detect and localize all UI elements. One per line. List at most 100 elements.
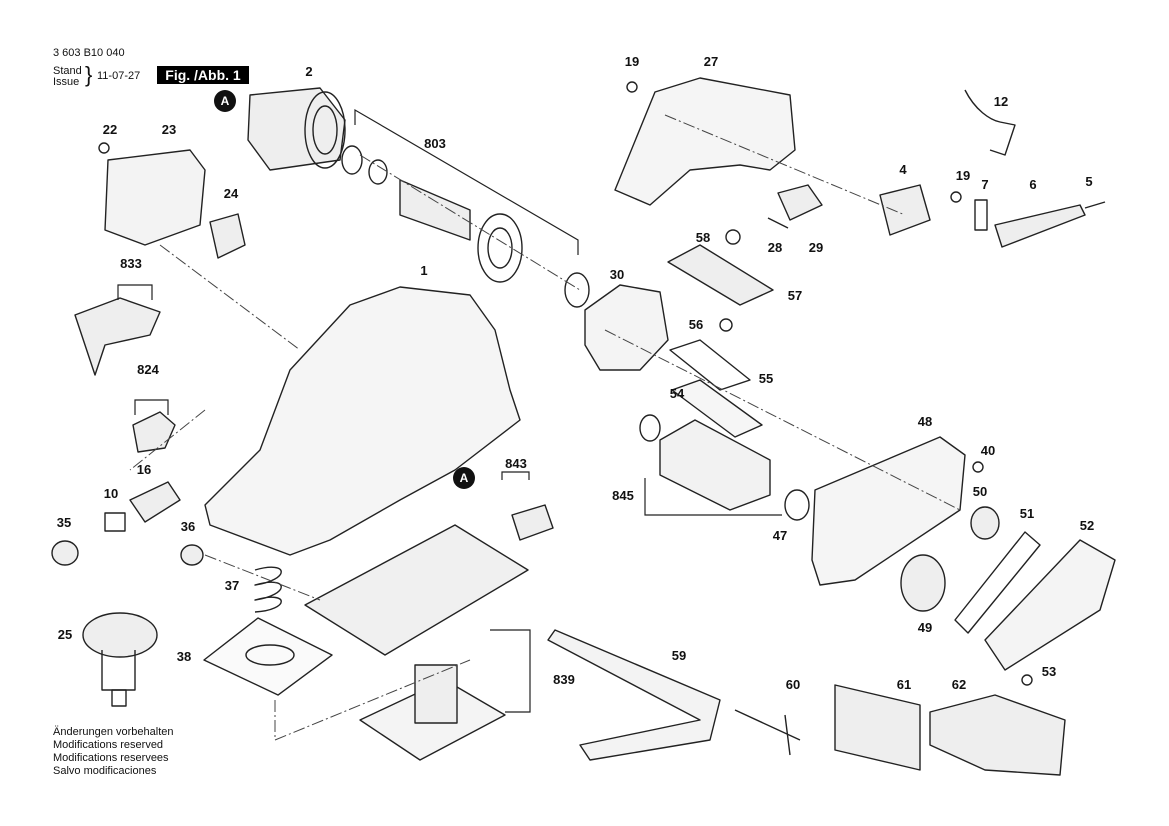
marker-a-1: A <box>214 90 236 112</box>
issue-label: Issue <box>53 76 80 88</box>
part-label: 824 <box>137 362 159 377</box>
part-label: 57 <box>788 288 802 303</box>
part-label: 58 <box>696 230 710 245</box>
part-handle-half <box>614 77 796 206</box>
part-label: 19 <box>956 168 970 183</box>
part-clip <box>974 199 988 231</box>
part-clamp-plate <box>667 244 774 306</box>
part-label: 845 <box>612 488 634 503</box>
part-label: 30 <box>610 267 624 282</box>
part-number-labels: 1 2 4 5 6 7 10 12 16 19 19 22 23 24 25 2… <box>57 54 1094 692</box>
part-bushing <box>129 481 181 523</box>
part-label: 59 <box>672 648 686 663</box>
part-belt <box>954 531 1041 634</box>
part-label: 61 <box>897 677 911 692</box>
issue-date: 11-07-27 <box>97 70 141 82</box>
part-pulley-small <box>970 506 1000 540</box>
part-field-stator <box>247 87 346 171</box>
part-blade-gauge <box>929 694 1066 776</box>
part-screw-40 <box>972 461 984 473</box>
note-de: Änderungen vorbehalten <box>53 726 174 738</box>
part-label: 51 <box>1020 506 1034 521</box>
part-screw-58 <box>725 229 741 245</box>
brace: } <box>85 62 93 87</box>
document-number: 3 603 B10 040 <box>53 47 125 59</box>
part-label: 23 <box>162 122 176 137</box>
part-switch-housing <box>879 184 931 236</box>
part-label: 843 <box>505 456 527 471</box>
part-label: 16 <box>137 462 151 477</box>
part-screw-56 <box>719 318 733 332</box>
part-switch-lever <box>511 504 554 541</box>
part-flange <box>209 213 246 259</box>
part-bearing-cover <box>132 411 176 453</box>
part-base-plate <box>304 524 529 656</box>
part-label: 25 <box>58 627 72 642</box>
part-label: 38 <box>177 649 191 664</box>
part-label: 49 <box>918 620 932 635</box>
part-nut <box>104 512 126 532</box>
part-label: 27 <box>704 54 718 69</box>
note-es: Salvo modificaciones <box>53 765 157 777</box>
note-en: Modifications reserved <box>53 739 164 751</box>
bracket-lines <box>117 108 782 713</box>
part-label: 803 <box>424 136 446 151</box>
part-screw-22 <box>98 142 110 154</box>
part-label: 7 <box>981 177 988 192</box>
part-chip-tube <box>414 664 458 724</box>
part-housing-cover <box>104 149 206 246</box>
part-label: 47 <box>773 528 787 543</box>
modification-notes: Änderungen vorbehalten Modifications res… <box>53 726 173 778</box>
part-belt-cover <box>984 539 1116 671</box>
part-label: 2 <box>305 64 312 79</box>
part-label: 55 <box>759 371 773 386</box>
marker-a-2: A <box>453 467 475 489</box>
part-label: 36 <box>181 519 195 534</box>
part-spring <box>254 566 282 613</box>
svg-text:A: A <box>460 471 469 485</box>
part-label: 62 <box>952 677 966 692</box>
part-label: 50 <box>973 484 987 499</box>
note-fr: Modifications reservees <box>53 752 169 764</box>
part-side-cover <box>811 436 966 586</box>
part-handle-cap <box>74 297 161 376</box>
part-brush-holder <box>777 184 823 221</box>
part-label: 833 <box>120 256 142 271</box>
part-label: 839 <box>553 672 575 687</box>
part-label: 28 <box>768 240 782 255</box>
part-label: 52 <box>1080 518 1094 533</box>
part-label: 29 <box>809 240 823 255</box>
part-main-housing <box>204 286 521 556</box>
part-label: 56 <box>689 317 703 332</box>
part-label: 10 <box>104 486 118 501</box>
part-screw-knob <box>180 544 204 566</box>
part-label: 6 <box>1029 177 1036 192</box>
part-label: 24 <box>224 186 239 201</box>
stand-label: Stand <box>53 65 82 77</box>
part-label: 48 <box>918 414 932 429</box>
part-cable-clamp <box>964 89 1016 156</box>
part-guide <box>669 339 751 391</box>
part-cable-guard <box>994 204 1086 248</box>
part-cable <box>1084 201 1106 209</box>
part-screw-19b <box>950 191 962 203</box>
part-label: 19 <box>625 54 639 69</box>
figure-label: Fig. /Abb. 1 <box>157 66 249 84</box>
part-armature <box>341 145 590 308</box>
part-cap <box>51 540 79 566</box>
part-label: 53 <box>1042 664 1056 679</box>
alignment-lines <box>129 114 961 741</box>
part-belt-guard <box>584 284 669 371</box>
part-depth-knob <box>82 612 158 707</box>
part-screw-53 <box>1021 674 1033 686</box>
part-parallel-guide <box>547 629 721 761</box>
part-label: 22 <box>103 122 117 137</box>
part-label: 37 <box>225 578 239 593</box>
part-pad <box>203 617 333 696</box>
part-spring-small <box>767 217 789 229</box>
part-shim <box>671 379 763 438</box>
part-label: 4 <box>899 162 907 177</box>
part-label: 40 <box>981 443 995 458</box>
part-label: 5 <box>1085 174 1092 189</box>
